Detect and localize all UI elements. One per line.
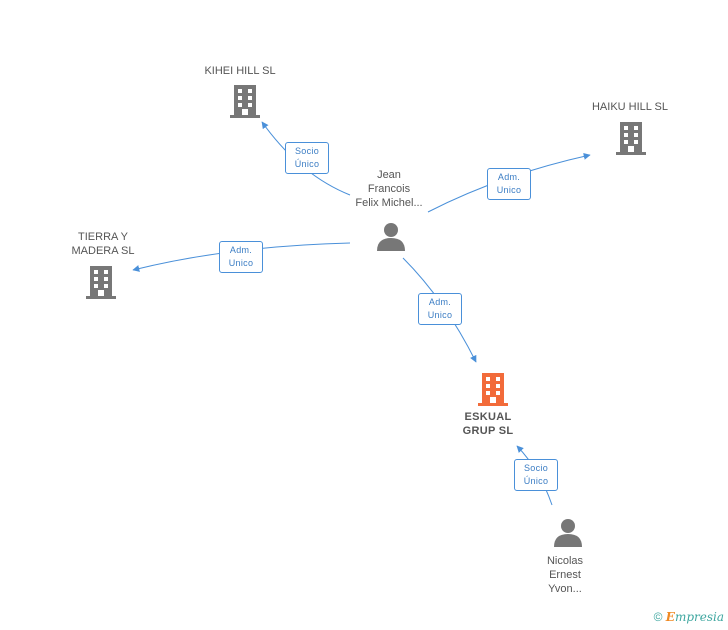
edge-badge-line1: Socio — [523, 463, 548, 473]
edge-badge-jean-tierra: Adm. Unico — [219, 241, 263, 273]
person-icon-nicolas[interactable] — [554, 519, 582, 547]
company-label-haiku[interactable]: HAIKU HILL SL — [591, 101, 668, 113]
edge-badge-line2: Unico — [496, 185, 522, 195]
edge-badge-line2: Unico — [228, 258, 254, 268]
edge-badge-jean-haiku: Adm. Unico — [487, 168, 531, 200]
edge-badge-jean-kihei: Socio Único — [285, 142, 329, 174]
edge-badge-line1: Socio — [294, 146, 319, 156]
logo-initial: E — [665, 610, 675, 624]
edge-badge-line2: Unico — [427, 310, 453, 320]
edge-badge-line1: Adm. — [497, 172, 521, 182]
edge-badge-nicolas-eskual: Socio Único — [514, 459, 558, 491]
building-icon-tierra[interactable] — [86, 266, 116, 299]
person-label-nicolas[interactable]: Nicolas Ernest Yvon... — [546, 555, 584, 595]
building-icon-kihei[interactable] — [230, 85, 260, 118]
building-icon-haiku[interactable] — [616, 122, 646, 155]
company-label-eskual[interactable]: ESKUAL GRUP SL — [462, 411, 514, 437]
edge-badge-line2: Único — [294, 159, 320, 169]
logo-rest: mpresia — [674, 610, 724, 624]
edge-badge-line1: Adm. — [229, 245, 253, 255]
company-label-kihei[interactable]: KIHEI HILL SL — [204, 65, 276, 77]
footer-branding: © Empresia — [654, 610, 724, 624]
edge-badge-line1: Adm. — [428, 297, 452, 307]
building-icon-eskual[interactable] — [478, 373, 508, 406]
copyright-symbol: © — [653, 610, 663, 624]
company-label-tierra[interactable]: TIERRA Y MADERA SL — [71, 231, 135, 257]
person-label-jean[interactable]: Jean Francois Felix Michel... — [355, 169, 423, 209]
person-icon-jean[interactable] — [377, 223, 405, 251]
empresia-logo[interactable]: Empresia — [666, 610, 724, 624]
edge-badge-jean-eskual: Adm. Unico — [418, 293, 462, 325]
edge-badge-line2: Único — [523, 476, 549, 486]
